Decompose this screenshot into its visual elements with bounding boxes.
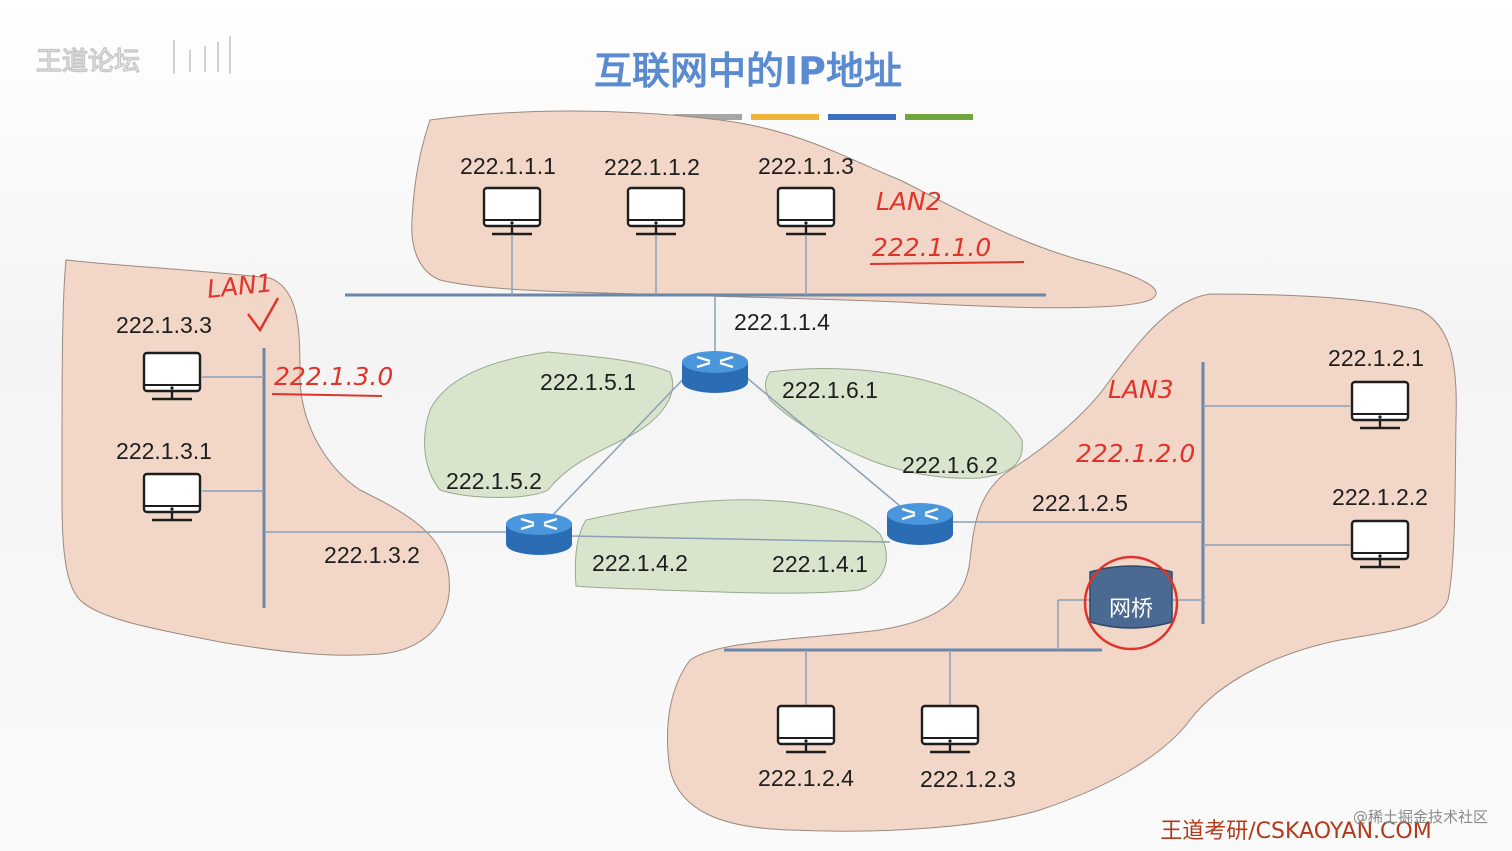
computer-icon	[1350, 519, 1410, 569]
router-interface-label: 222.1.3.2	[324, 542, 420, 568]
router-interface-label: 222.1.4.2	[592, 550, 688, 576]
computer-icon	[142, 472, 202, 522]
router-interface-label: 222.1.5.1	[540, 369, 636, 395]
router-interface-label: 222.1.4.1	[772, 551, 868, 577]
host-ip-label: 222.1.1.1	[460, 153, 556, 179]
bridge-icon: 网桥	[1083, 555, 1179, 651]
host-ip-label: 222.1.1.3	[758, 153, 854, 179]
checkmark-annotation	[247, 297, 280, 333]
router-interface-label: 222.1.6.1	[782, 377, 878, 403]
computer-icon	[920, 704, 980, 754]
router-interface-label: 222.1.6.2	[902, 452, 998, 478]
computer-icon	[776, 704, 836, 754]
router-interface-label: 222.1.5.2	[446, 468, 542, 494]
computer-icon	[776, 186, 836, 236]
host-wires	[202, 236, 1350, 708]
lan1-name-annotation: LAN1	[206, 268, 274, 304]
title-bar-segment	[905, 114, 973, 120]
title-bar-segment	[828, 114, 896, 120]
lan2-name-annotation: LAN2	[876, 187, 942, 216]
title-bar-segment	[674, 114, 742, 120]
computer-icon	[1350, 380, 1410, 430]
lan3-name-annotation: LAN3	[1108, 375, 1174, 404]
bridge-label: 网桥	[1109, 597, 1153, 622]
credit-watermark: @稀土掘金技术社区	[1353, 808, 1488, 826]
logo-text: 王道论坛	[36, 46, 140, 77]
lan3-region	[666, 293, 1457, 832]
lan2-underline	[869, 261, 1025, 265]
host-ip-label: 222.1.2.4	[758, 765, 854, 791]
lan3-network-annotation: 222.1.2.0	[1076, 439, 1195, 468]
host-ip-label: 222.1.2.2	[1332, 484, 1428, 510]
router-icon	[885, 501, 955, 547]
router-icon	[504, 511, 574, 557]
computer-icon	[142, 351, 202, 401]
router-interface-label: 222.1.2.5	[1032, 490, 1128, 516]
lan1-underline	[271, 393, 383, 397]
host-ip-label: 222.1.2.3	[920, 766, 1016, 792]
logo-mark	[173, 36, 231, 74]
link-222-1-6-region	[765, 368, 1023, 479]
router-links	[264, 295, 1203, 543]
lan2-network-annotation: 222.1.1.0	[872, 233, 991, 262]
host-ip-label: 222.1.3.3	[116, 312, 212, 338]
host-ip-label: 222.1.1.2	[604, 154, 700, 180]
lan1-network-annotation: 222.1.3.0	[274, 362, 393, 391]
router-interface-label: 222.1.1.4	[734, 309, 830, 335]
page-title: 互联网中的IP地址	[594, 49, 902, 93]
host-ip-label: 222.1.2.1	[1328, 345, 1424, 371]
computer-icon	[482, 186, 542, 236]
link-222-1-4-region	[574, 499, 887, 594]
computer-icon	[626, 186, 686, 236]
title-bar-segment	[751, 114, 819, 120]
host-ip-label: 222.1.3.1	[116, 438, 212, 464]
link-222-1-5-region	[424, 351, 674, 498]
bridge-circle-annotation	[1083, 555, 1179, 651]
router-icon	[680, 349, 750, 395]
footer-text: 王道考研/CSKAOYAN.COM	[1160, 819, 1431, 844]
